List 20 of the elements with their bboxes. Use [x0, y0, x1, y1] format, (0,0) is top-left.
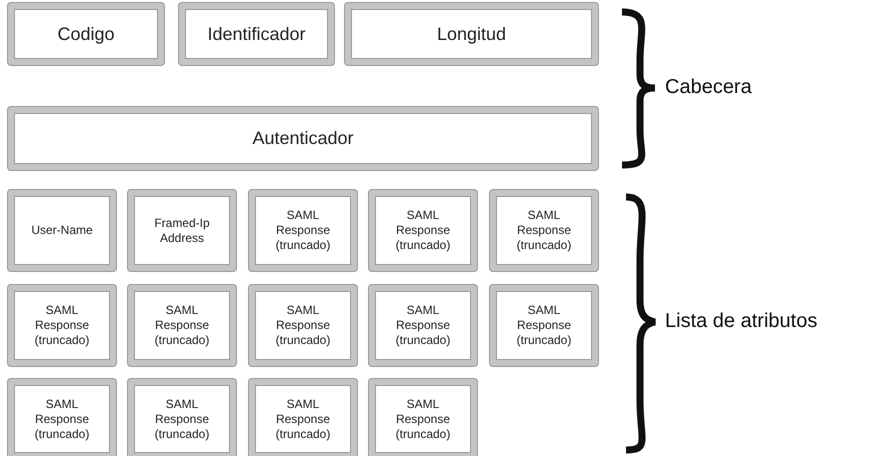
header-field: Longitud	[345, 3, 598, 65]
attribute-field: SAML Response (truncado)	[128, 379, 236, 456]
attribute-field: SAML Response (truncado)	[249, 190, 357, 271]
brace-label: Cabecera	[665, 76, 752, 99]
attribute-field: SAML Response (truncado)	[369, 285, 477, 366]
header-field: Codigo	[8, 3, 164, 65]
attribute-field: SAML Response (truncado)	[369, 190, 477, 271]
attribute-field: SAML Response (truncado)	[8, 379, 116, 456]
attribute-field: Framed-Ip Address	[128, 190, 236, 271]
header-field: Autenticador	[8, 107, 598, 170]
attribute-field: SAML Response (truncado)	[249, 285, 357, 366]
attribute-field: SAML Response (truncado)	[249, 379, 357, 456]
attribute-field: SAML Response (truncado)	[490, 190, 598, 271]
header-field: Identificador	[179, 3, 334, 65]
attribute-field: SAML Response (truncado)	[369, 379, 477, 456]
attribute-field: SAML Response (truncado)	[8, 285, 116, 366]
attribute-field: SAML Response (truncado)	[128, 285, 236, 366]
brace-label: Lista de atributos	[665, 310, 818, 333]
attribute-field: User-Name	[8, 190, 116, 271]
attribute-field: SAML Response (truncado)	[490, 285, 598, 366]
